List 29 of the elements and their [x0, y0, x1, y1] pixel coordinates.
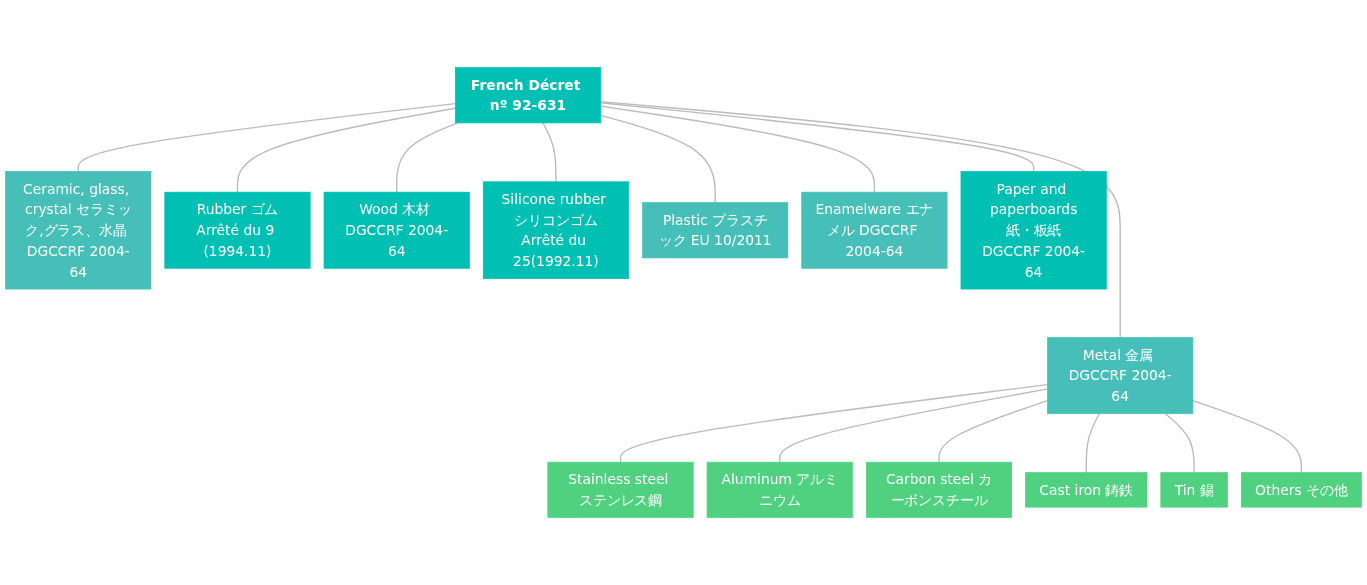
node-box: Wood 木材 DGCCRF 2004-64 [323, 191, 470, 269]
connector [600, 100, 1121, 339]
node-box: Others その他 [1240, 472, 1362, 508]
connector [779, 388, 1049, 463]
connector [396, 122, 459, 193]
node-box: Stainless steel ステンレス鋼 [547, 461, 694, 518]
node-box: Aluminum アルミニウム [706, 461, 853, 518]
node-box: Carbon steel カーボンスチール [865, 461, 1012, 518]
node-box: Silicone rubber シリコンゴム Arrêté du 25(1992.11) [482, 181, 629, 279]
node-box: Metal 金属 DGCCRF 2004-64 [1047, 337, 1194, 414]
connector [600, 114, 716, 204]
connector [1085, 412, 1101, 474]
node-box: Cast iron 鋳鉄 [1025, 472, 1148, 508]
connector [600, 105, 876, 193]
connector [1192, 399, 1303, 474]
node-box: Tin 錫 [1160, 472, 1228, 508]
node-box: Plastic プラスチック EU 10/2011 [642, 202, 789, 259]
node-box: Paper and paperboards 紙・板紙 DGCCRF 2004-64 [960, 171, 1107, 290]
connector [1164, 412, 1195, 474]
connector [236, 107, 456, 193]
node-box: Ceramic, glass, crystal セラミック,グラス、水晶 DGCCRF 2004-64 [5, 171, 152, 290]
connector [619, 383, 1049, 463]
connector [600, 101, 1035, 173]
node-box: Enamelware エナメル DGCCRF 2004-64 [801, 191, 948, 269]
connector [542, 122, 557, 183]
connector [938, 399, 1049, 463]
node-box: French Décret nº 92-631 [454, 67, 602, 124]
node-box: Rubber ゴム Arrêté du 9 (1994.11) [164, 191, 311, 269]
connector [77, 102, 456, 173]
